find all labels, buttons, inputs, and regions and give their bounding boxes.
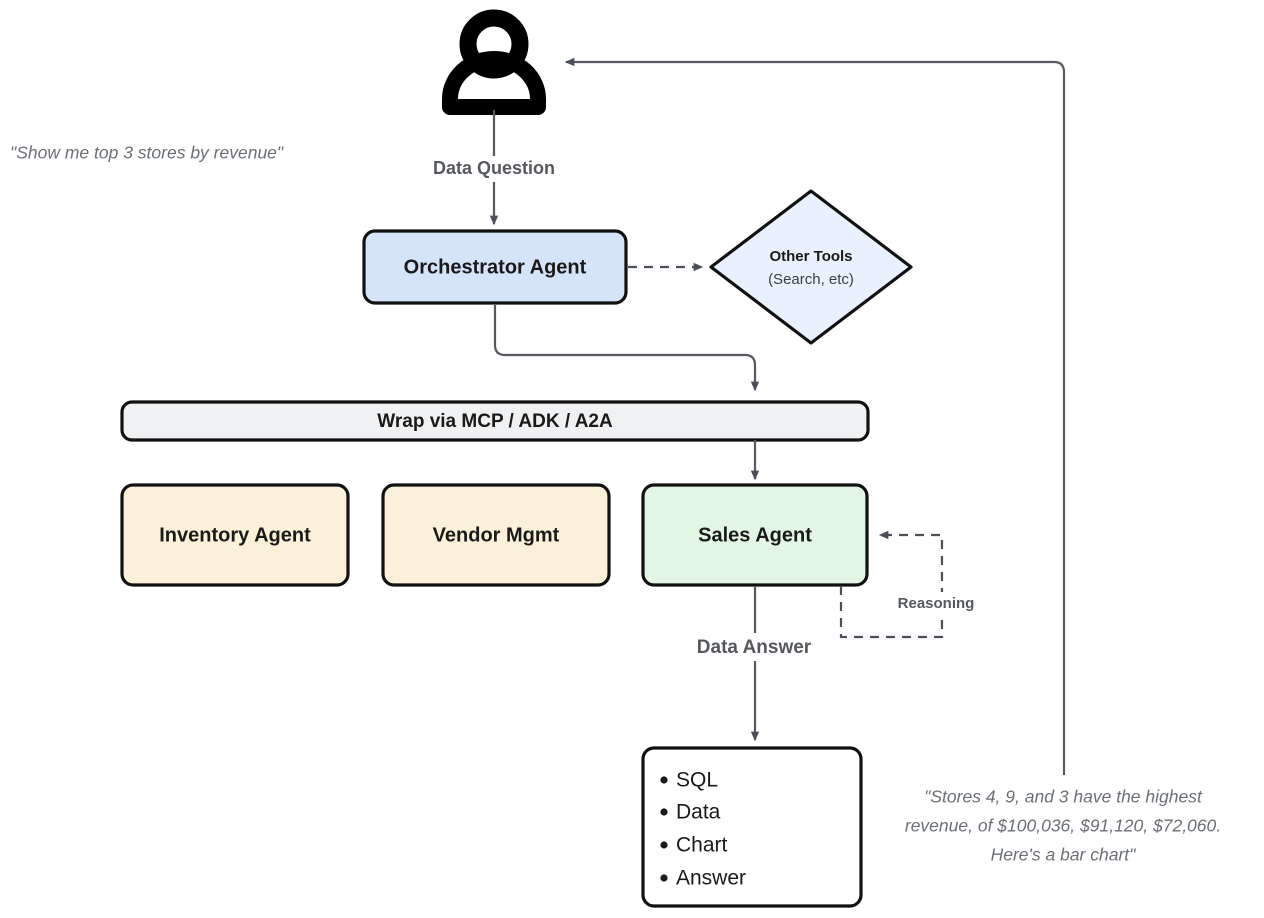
user-person-icon (442, 9, 546, 115)
answer-quote-line-2: revenue, of $100,036, $91,120, $72,060. (905, 816, 1221, 836)
orchestrator-label: Orchestrator Agent (404, 256, 587, 278)
inventory-agent-label: Inventory Agent (159, 524, 311, 546)
edge-label-reasoning: Reasoning (898, 595, 975, 612)
vendor-mgmt-box[interactable] (381, 483, 611, 587)
other-tools-sublabel: (Search, etc) (768, 271, 854, 288)
node-orchestrator-agent[interactable]: Orchestrator Agent (362, 229, 628, 305)
node-inventory-agent[interactable]: Inventory Agent (120, 483, 350, 587)
sales-agent-label: Sales Agent (698, 524, 812, 546)
inventory-agent-box[interactable] (120, 483, 350, 587)
data-question-label-bg (408, 156, 582, 182)
answer-quote-line-1: "Stores 4, 9, and 3 have the highest (924, 787, 1203, 807)
reasoning-label-bg (882, 592, 990, 616)
mcp-bar-label: Wrap via MCP / ADK / A2A (377, 411, 613, 432)
answer-quote-line-3: Here's a bar chart" (991, 845, 1137, 865)
node-other-tools[interactable]: Other Tools (Search, etc) (709, 189, 913, 345)
other-tools-diamond[interactable] (709, 189, 913, 345)
node-result-box[interactable]: SQL Data Chart Answer (641, 746, 863, 908)
edge-label-data-question: Data Question (433, 158, 555, 178)
data-answer-label-bg (676, 633, 834, 661)
result-list-item: Data (660, 801, 721, 824)
mcp-bar-box[interactable] (120, 400, 870, 442)
edge-reasoning-loop (839, 530, 944, 639)
edge-orchestrator-to-mcp (493, 305, 760, 392)
result-box[interactable] (641, 746, 863, 908)
other-tools-label: Other Tools (769, 248, 852, 265)
user-question-quote: "Show me top 3 stores by revenue" (10, 143, 284, 163)
result-list-item: Chart (660, 834, 728, 857)
bullet-icon (660, 808, 668, 816)
result-list-item: SQL (660, 769, 718, 792)
result-item-label: SQL (676, 769, 718, 792)
edge-label-data-answer: Data Answer (697, 637, 812, 658)
result-item-label: Data (676, 801, 721, 824)
bullet-icon (660, 776, 668, 784)
result-list-item: Answer (660, 867, 746, 890)
sales-agent-box[interactable] (641, 483, 869, 587)
result-item-label: Chart (676, 834, 728, 857)
edge-result-to-user (564, 57, 1066, 775)
vendor-mgmt-label: Vendor Mgmt (433, 524, 560, 546)
orchestrator-box[interactable] (362, 229, 628, 305)
node-sales-agent[interactable]: Sales Agent (641, 483, 869, 587)
result-item-label: Answer (676, 867, 746, 890)
node-vendor-mgmt[interactable]: Vendor Mgmt (381, 483, 611, 587)
bullet-icon (660, 874, 668, 882)
bullet-icon (660, 841, 668, 849)
node-mcp-wrap-bar[interactable]: Wrap via MCP / ADK / A2A (120, 400, 870, 442)
